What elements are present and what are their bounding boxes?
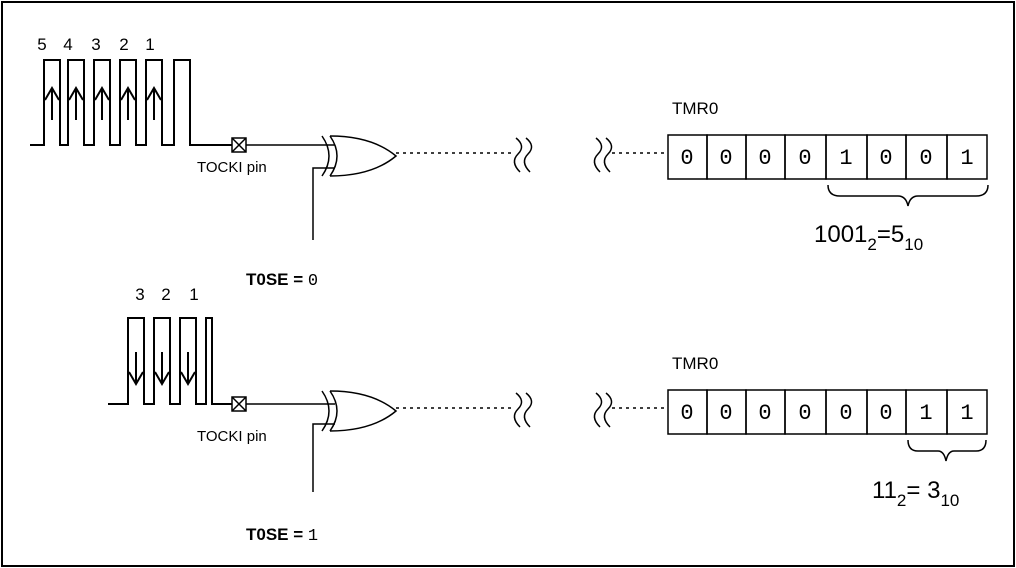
pulse-number: 2 bbox=[119, 35, 128, 54]
register-bit: 0 bbox=[680, 401, 693, 426]
pulse-number: 2 bbox=[161, 285, 170, 304]
bit-group-brace bbox=[827, 184, 989, 207]
register-bit: 0 bbox=[758, 401, 771, 426]
register-bit: 0 bbox=[798, 146, 811, 171]
register-bit: 0 bbox=[680, 146, 693, 171]
register-label: TMR0 bbox=[672, 99, 718, 118]
top-section: 5 4 3 2 1 TOCKI pin bbox=[30, 35, 989, 291]
bit-group-brace bbox=[907, 439, 987, 462]
tocki-pin-icon bbox=[231, 396, 247, 412]
register-bit: 0 bbox=[879, 146, 892, 171]
pin-label: TOCKI pin bbox=[197, 159, 267, 176]
register-bit: 1 bbox=[960, 146, 973, 171]
register-bit: 0 bbox=[919, 146, 932, 171]
register-bit: 1 bbox=[839, 146, 852, 171]
t0se-setting: T0SE = 1 bbox=[246, 525, 318, 546]
pin-label: TOCKI pin bbox=[197, 428, 267, 445]
register-bit: 0 bbox=[719, 401, 732, 426]
pulse-number: 1 bbox=[189, 285, 198, 304]
pulse-number: 3 bbox=[91, 35, 100, 54]
tocki-pin-icon bbox=[231, 137, 247, 153]
register-bit: 0 bbox=[758, 146, 771, 171]
pulse-number: 1 bbox=[145, 35, 154, 54]
register-bit: 0 bbox=[719, 146, 732, 171]
rising-edge-arrow bbox=[44, 86, 162, 120]
pulse-number: 5 bbox=[37, 35, 46, 54]
bottom-section: 3 2 1 TOCKI pin bbox=[108, 285, 988, 546]
t0se-setting: T0SE = 0 bbox=[246, 270, 318, 291]
register-bit: 0 bbox=[798, 401, 811, 426]
tmr0-register: 0 0 0 0 0 0 1 1 bbox=[667, 389, 988, 435]
pulse-number: 4 bbox=[63, 35, 72, 54]
register-bit: 0 bbox=[879, 401, 892, 426]
register-bit: 1 bbox=[919, 401, 932, 426]
xor-gate-icon bbox=[321, 135, 398, 177]
register-label: TMR0 bbox=[672, 354, 718, 373]
break-symbol-icon bbox=[513, 392, 613, 428]
register-bit: 0 bbox=[839, 401, 852, 426]
break-symbol-icon bbox=[513, 137, 613, 173]
pulse-waveform bbox=[108, 317, 232, 405]
tmr0-register: 0 0 0 0 1 0 0 1 bbox=[667, 134, 988, 180]
pulse-waveform bbox=[30, 59, 232, 146]
falling-edge-arrow bbox=[128, 352, 196, 386]
xor-gate-icon bbox=[321, 390, 398, 432]
result-equation: 10012=510 bbox=[814, 221, 923, 254]
result-equation: 112= 310 bbox=[872, 477, 959, 510]
pulse-number: 3 bbox=[135, 285, 144, 304]
register-bit: 1 bbox=[960, 401, 973, 426]
